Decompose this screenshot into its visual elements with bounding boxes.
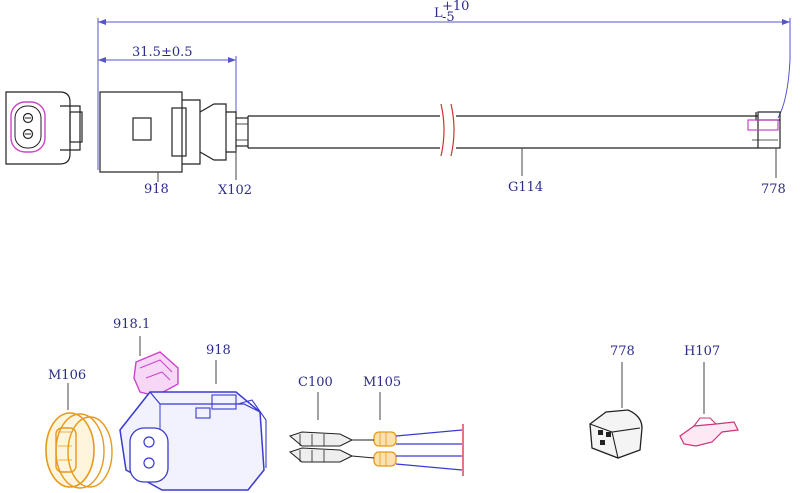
seal-part: M106: [45, 368, 113, 489]
callout-terminal: C100: [298, 375, 333, 390]
callout-seal: M106: [48, 368, 86, 383]
callout-end-block: 778: [610, 344, 635, 359]
clip-part: H107: [679, 344, 739, 447]
callout-cable: G114: [508, 180, 543, 195]
overall-length-tol-upper: +10: [442, 0, 469, 14]
connector-end-view: [5, 91, 83, 165]
callout-end-clip: 778: [761, 182, 786, 197]
connector-side-view: [99, 91, 248, 173]
wire-seal-part: M105: [363, 375, 401, 467]
overall-length-dimension: L +10 -5: [97, 0, 791, 170]
callout-sleeve: X102: [218, 183, 252, 198]
connector-offset-label: 31.5±0.5: [132, 45, 193, 60]
wires: [351, 424, 464, 476]
terminal-part: C100: [288, 375, 354, 463]
callout-secondary-lock: 918.1: [113, 317, 150, 332]
callout-wire-seal: M105: [363, 375, 401, 390]
overall-length-label: L: [434, 6, 443, 21]
end-block-part: 778: [589, 344, 643, 459]
callout-housing: 918: [206, 343, 231, 358]
overall-length-tol-lower: -5: [442, 10, 455, 25]
callout-clip: H107: [684, 344, 720, 359]
housing-part: 918: [119, 343, 267, 491]
callout-connector: 918: [144, 182, 169, 197]
cable: [247, 103, 758, 157]
connector-offset-dimension: 31.5±0.5: [98, 45, 237, 140]
secondary-lock-part: 918.1: [113, 317, 179, 397]
end-clip-side-view: [747, 111, 781, 149]
